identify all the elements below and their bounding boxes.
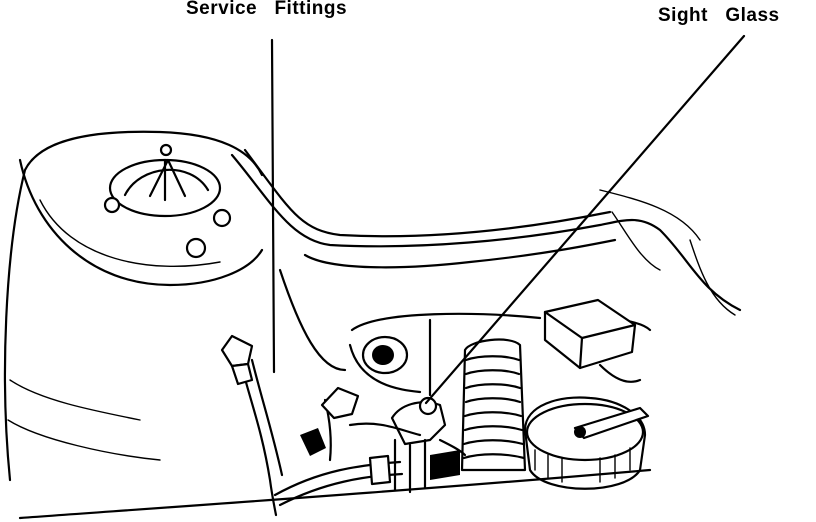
- firewall-components: [348, 312, 652, 397]
- corrugated-hose: [460, 338, 527, 472]
- sight-glass-fitting: [348, 396, 467, 494]
- service-fittings: [220, 334, 360, 517]
- service-fittings-label: Service Fittings: [186, 0, 348, 19]
- refrigerant-lines: [273, 450, 460, 507]
- service-fittings-leader: [270, 38, 276, 374]
- sight-glass-label: Sight Glass: [658, 5, 780, 26]
- fender-panel: [230, 148, 742, 372]
- bottom-edge: [18, 468, 652, 520]
- relay-box: [543, 298, 642, 383]
- sight-glass-leader: [424, 34, 746, 405]
- strut-tower: [3, 130, 264, 482]
- reservoir-cap: [523, 396, 650, 490]
